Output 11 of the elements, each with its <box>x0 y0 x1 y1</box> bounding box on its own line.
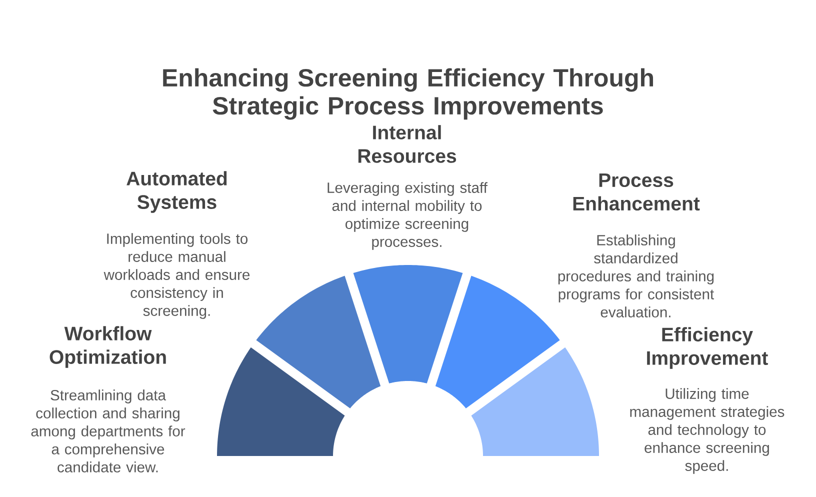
description: Utilizing time management strategies and technology to enhance screening speed. <box>630 388 784 474</box>
heading: Workflow Optimization <box>50 326 166 368</box>
heading: Automated Systems <box>126 171 227 213</box>
heading: Internal Resources <box>358 125 456 163</box>
description: Leveraging existing staff and internal mobility to optimize screening processes. <box>328 182 488 250</box>
heading: Efficiency Improvement <box>647 327 768 369</box>
description: Streamlining data collection and sharing among departments for a comprehensive candidate view. <box>31 390 186 472</box>
description: Implementing tools to reduce manual workloads and ensure consistency in screening. <box>104 233 250 319</box>
heading: Process Enhancement <box>573 173 700 211</box>
description: Establishing standardized procedures and training programs for consistent evaluation. <box>558 234 714 318</box>
title: Enhancing Screening Efficiency Through Strategic Process Improvements <box>163 68 654 120</box>
